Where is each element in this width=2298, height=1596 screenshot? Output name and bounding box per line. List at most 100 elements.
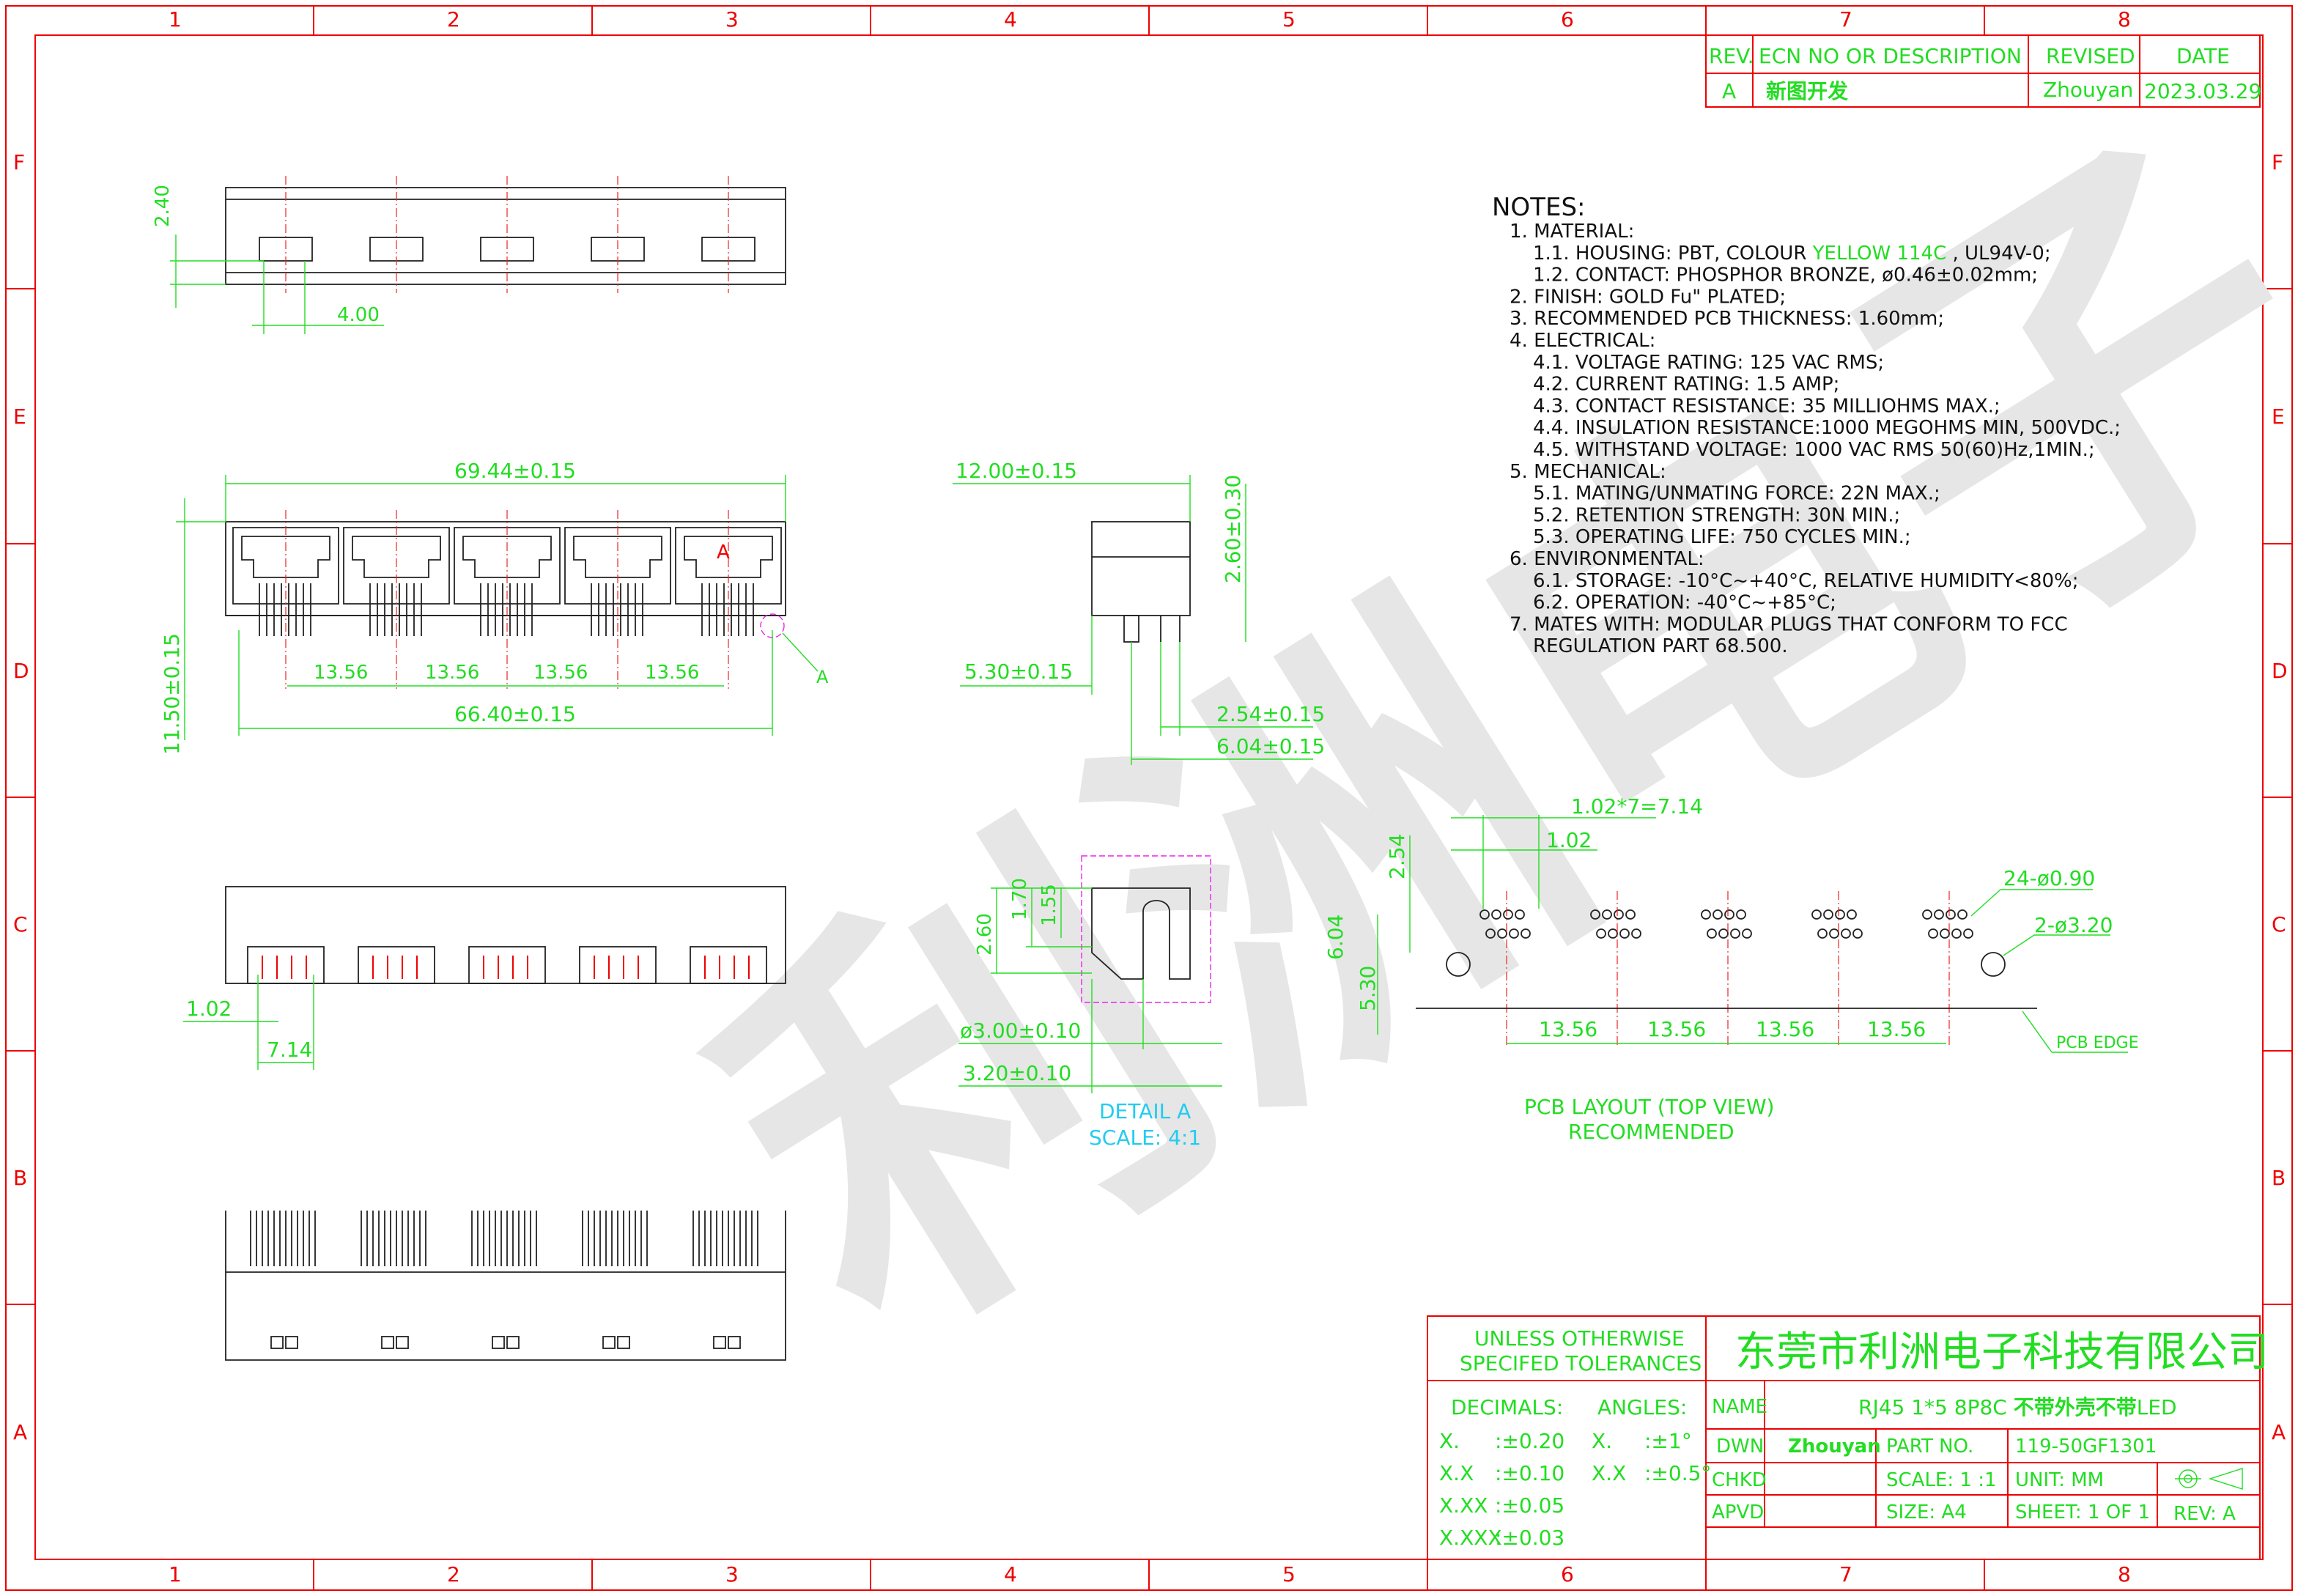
description-header: ECN NO OR DESCRIPTION [1759, 44, 2022, 68]
pcb-hole [1847, 909, 1857, 920]
pad [381, 1336, 394, 1349]
note-line: 4.2. CURRENT RATING: 1.5 AMP; [1533, 374, 1839, 396]
rear-pins [250, 1211, 758, 1349]
dim-label: 4.00 [337, 304, 380, 326]
pad [396, 1336, 409, 1349]
dim-label: 69.44±0.15 [454, 459, 576, 483]
note-line: 5.2. RETENTION STRENGTH: 30N MIN.; [1533, 504, 1900, 526]
pad [617, 1336, 630, 1349]
size-value: SIZE: A4 [1886, 1501, 1967, 1523]
dim-label: 1.02 [1546, 828, 1592, 852]
zone-row-label: A [2272, 1420, 2286, 1444]
pcb-layout-view: 1.02*7=7.14 1.02 2.54 6.04 5.30 13.56 13… [1323, 794, 2139, 1144]
date-header: DATE [2176, 44, 2230, 68]
note-line: 6. ENVIRONMENTAL: [1510, 548, 1704, 570]
notes: NOTES: 1. MATERIAL:1.1. HOUSING: PBT, CO… [1492, 193, 2121, 657]
zone-column-label: 7 [1839, 1562, 1852, 1586]
tolerance-angle: X.X [1592, 1461, 1626, 1485]
detail-a-scale: SCALE: 4:1 [1089, 1126, 1201, 1150]
dim-label: 13.56 [1647, 1017, 1706, 1041]
zone-column-label: 3 [725, 1562, 739, 1586]
pcb-layout-title: PCB LAYOUT (TOP VIEW) [1524, 1095, 1774, 1119]
pcb-hole [1485, 928, 1496, 939]
dim-label: 6.04 [1323, 915, 1348, 960]
pad [602, 1336, 616, 1349]
pcb-hole [1957, 909, 1968, 920]
note-line: 7. MATES WITH: MODULAR PLUGS THAT CONFOR… [1510, 613, 2068, 635]
dim-label: 13.56 [1756, 1017, 1814, 1041]
dim-label: 3.20±0.10 [963, 1061, 1071, 1085]
top-slots [259, 176, 755, 293]
pcb-hole [1946, 909, 1956, 920]
pin-group [579, 946, 657, 984]
zone-column-label: 2 [447, 1562, 460, 1586]
pad [713, 1336, 726, 1349]
pad [270, 1336, 284, 1349]
pcb-hole [1497, 928, 1507, 939]
pcb-hole [1707, 928, 1717, 939]
zone-row-label: C [2272, 912, 2286, 936]
pcb-hole [1701, 909, 1711, 920]
side-view: 12.00±0.15 2.60±0.30 5.30±0.15 2.54±0.15… [953, 459, 1325, 765]
dim-label: 13.56 [533, 662, 588, 684]
unit-value: UNIT: MM [2015, 1469, 2104, 1491]
date-value: 2023.03.29 [2144, 79, 2261, 103]
zone-row-label: B [2272, 1166, 2286, 1190]
pcb-callout: 2-ø3.20 [2034, 913, 2113, 937]
pcb-hole [1835, 909, 1845, 920]
zone-column-label: 4 [1004, 7, 1017, 32]
zone-row-label: A [13, 1420, 27, 1444]
pin-group [690, 946, 767, 984]
dim-label: 7.14 [267, 1038, 312, 1062]
chkd-label: CHKD [1712, 1469, 1767, 1491]
part-no-label: PART NO. [1886, 1436, 1973, 1458]
company-name: 东莞市利洲电子科技有限公司 [1735, 1329, 2269, 1376]
scale-value: SCALE: 1 :1 [1886, 1469, 1997, 1491]
note-line: 4.3. CONTACT RESISTANCE: 35 MILLIOHMS MA… [1533, 395, 2000, 417]
pin-group [468, 946, 546, 984]
note-line: 3. RECOMMENDED PCB THICKNESS: 1.60mm; [1510, 308, 1944, 330]
pcb-hole [1602, 909, 1612, 920]
note-line: 6.2. OPERATION: -40°C~+85°C; [1533, 592, 1836, 614]
dim-label: 13.56 [645, 662, 699, 684]
dim-label: 13.56 [1867, 1017, 1926, 1041]
projection-symbol-icon [2175, 1468, 2243, 1490]
pcb-hole [1619, 928, 1630, 939]
dim-label: 2.40 [152, 185, 174, 227]
tolerance-title: SPECIFED TOLERANCES [1460, 1351, 1702, 1375]
front-view: A A 69.44±0.15 13.56 13.56 13.56 13.56 6… [160, 459, 829, 755]
jack-port [343, 527, 450, 605]
jack-port [675, 527, 782, 605]
tolerance-decimal: :±0.03 [1495, 1526, 1564, 1550]
tolerance-decimal: X.XX [1439, 1493, 1488, 1518]
pcb-hole [1614, 909, 1624, 920]
jack-port [564, 527, 671, 605]
bottom-view: 1.02 7.14 [183, 886, 786, 1070]
note-line: REGULATION PART 68.500. [1533, 635, 1788, 657]
note-line: 5.1. MATING/UNMATING FORCE: 22N MAX.; [1533, 483, 1940, 505]
rear-view [225, 1211, 786, 1361]
revised-header: REVISED [2046, 44, 2135, 68]
dim-label: 1.02*7=7.14 [1571, 794, 1703, 819]
zone-column-label: 8 [2118, 7, 2131, 32]
revised-value: Zhouyan [2043, 78, 2133, 102]
pcb-hole [1736, 909, 1746, 920]
title-block: UNLESS OTHERWISE SPECIFED TOLERANCES DEC… [1427, 1315, 2269, 1560]
detail-a-view: 2.60 1.70 1.55 ø3.00±0.10 3.20±0.10 DETA… [958, 855, 1222, 1150]
note-line: 1. MATERIAL: [1510, 221, 1634, 243]
pcb-hole [1823, 909, 1833, 920]
pcb-hole [1625, 909, 1636, 920]
pcb-hole [1742, 928, 1752, 939]
dim-label: 2.60±0.30 [1221, 475, 1245, 583]
zone-row-label: E [13, 404, 26, 429]
tolerance-decimal: X.XXX [1439, 1526, 1502, 1550]
pcb-hole [1509, 928, 1519, 939]
apvd-label: APVD [1712, 1501, 1764, 1523]
zone-column-label: 1 [169, 1562, 182, 1586]
pcb-hole [1817, 928, 1828, 939]
tolerance-decimal: X.X [1439, 1461, 1474, 1485]
pcb-hole [1515, 909, 1525, 920]
tolerance-decimal: X. [1439, 1429, 1460, 1453]
pcb-hole [1590, 909, 1600, 920]
